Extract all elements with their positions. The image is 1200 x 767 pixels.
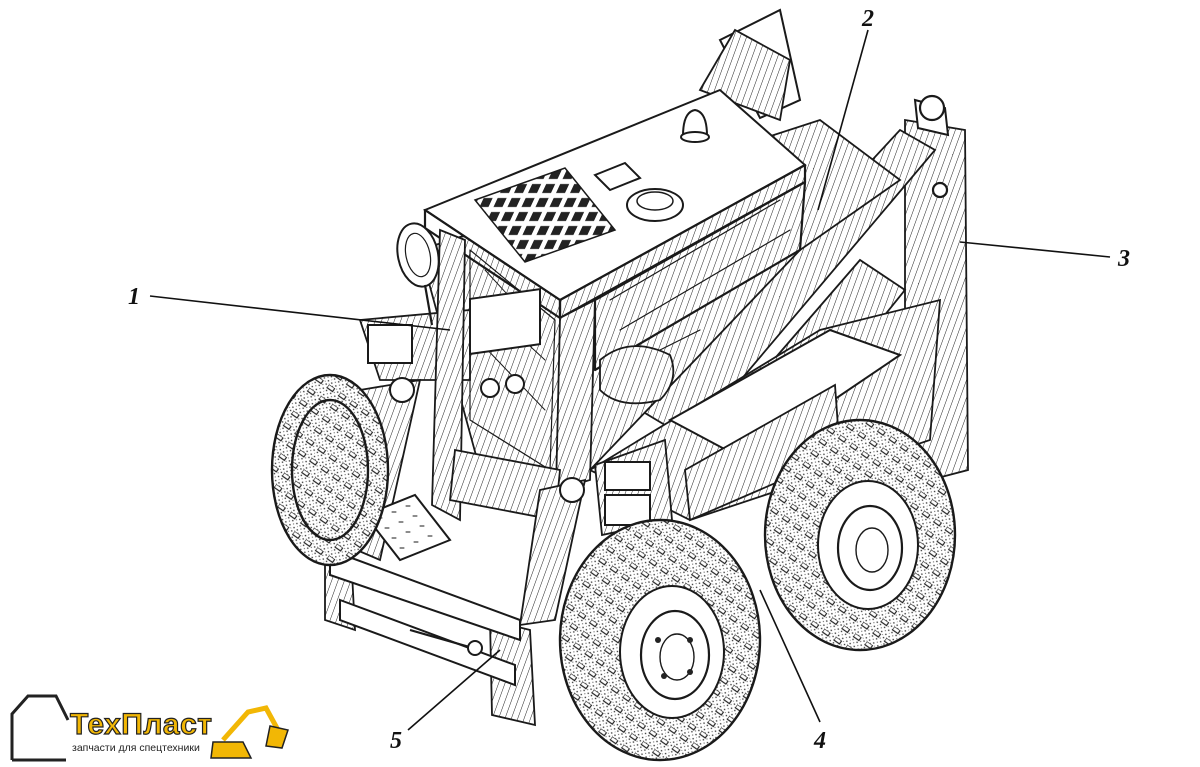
callout-4: 4 [813, 728, 826, 754]
headlights [594, 438, 673, 537]
leader-4 [759, 589, 821, 723]
excavator-icon [10, 694, 289, 762]
callout-leaders [149, 29, 1111, 731]
side-mirror [396, 222, 440, 326]
callout-labels: 1 2 3 4 5 [128, 6, 1130, 754]
leader-3 [959, 241, 1111, 258]
logo-tagline: запчасти для спецтехники [72, 742, 200, 754]
callout-2: 2 [861, 6, 874, 32]
leader-2 [817, 29, 869, 211]
techplast-logo: ТехПласт запчасти для спецтехники [8, 690, 308, 764]
front-left-wheel [270, 373, 390, 567]
leader-1 [149, 295, 451, 331]
logo-wordmark: ТехПласт [69, 707, 213, 741]
callout-3: 3 [1117, 246, 1130, 272]
leader-5 [407, 649, 501, 731]
callout-1: 1 [128, 284, 140, 310]
operator-cab [422, 88, 807, 522]
callout-5: 5 [390, 728, 402, 754]
front-right-wheel [558, 518, 762, 762]
rear-right-wheel [763, 418, 957, 652]
